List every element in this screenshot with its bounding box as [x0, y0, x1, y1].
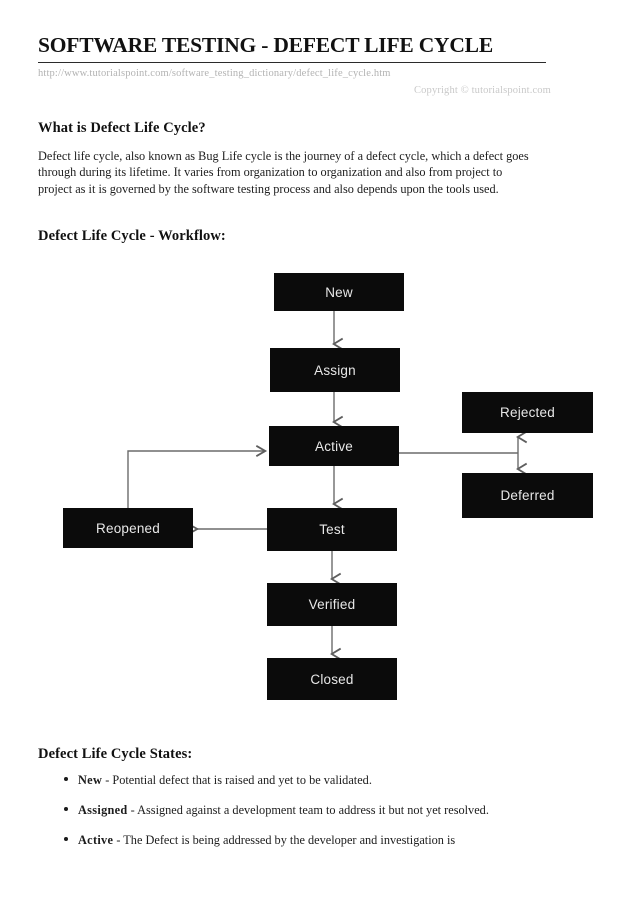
- heading-defect-life-cycle-workflow: Defect Life Cycle - Workflow:: [38, 228, 226, 244]
- state-separator: -: [127, 803, 138, 818]
- flow-node-assign: Assign: [270, 348, 400, 392]
- state-term: Active: [78, 833, 114, 848]
- defect-life-cycle-flowchart: New Assign Active Test Verified Closed R…: [0, 258, 638, 728]
- paragraph-what-is-defect-life-cycle: Defect life cycle, also known as Bug Lif…: [38, 149, 529, 196]
- page-title: SOFTWARE TESTING - DEFECT LIFE CYCLE: [38, 33, 493, 57]
- heading-defect-life-cycle-states: Defect Life Cycle States:: [38, 746, 193, 762]
- flow-node-rejected: Rejected: [462, 392, 593, 433]
- state-term: Assigned: [78, 803, 128, 818]
- list-item: Assigned - Assigned against a developmen…: [0, 802, 560, 818]
- bullet-icon: [64, 777, 68, 781]
- source-url: http://www.tutorialspoint.com/software_t…: [38, 68, 391, 79]
- list-item: New - Potential defect that is raised an…: [0, 772, 560, 788]
- state-separator: -: [102, 773, 113, 787]
- flow-node-new: New: [274, 273, 404, 311]
- flow-node-deferred: Deferred: [462, 473, 593, 518]
- state-term: New: [78, 773, 103, 787]
- flow-node-closed: Closed: [267, 658, 397, 700]
- list-item: Active - The Defect is being addressed b…: [0, 832, 560, 848]
- bullet-icon: [64, 837, 68, 842]
- heading-what-is-defect-life-cycle: What is Defect Life Cycle?: [38, 120, 206, 136]
- state-description: Assigned against a development team to a…: [137, 803, 489, 818]
- flow-node-reopened: Reopened: [63, 508, 193, 548]
- state-description: Potential defect that is raised and yet …: [112, 773, 372, 787]
- title-divider: [38, 62, 546, 63]
- flow-node-test: Test: [267, 508, 397, 551]
- state-separator: -: [113, 833, 124, 848]
- state-description: The Defect is being addressed by the dev…: [123, 833, 456, 848]
- flow-node-active: Active: [269, 426, 399, 466]
- bullet-icon: [64, 807, 68, 812]
- flow-node-verified: Verified: [267, 583, 397, 626]
- copyright-notice: Copyright © tutorialspoint.com: [413, 85, 551, 96]
- defect-states-list: New - Potential defect that is raised an…: [0, 772, 638, 863]
